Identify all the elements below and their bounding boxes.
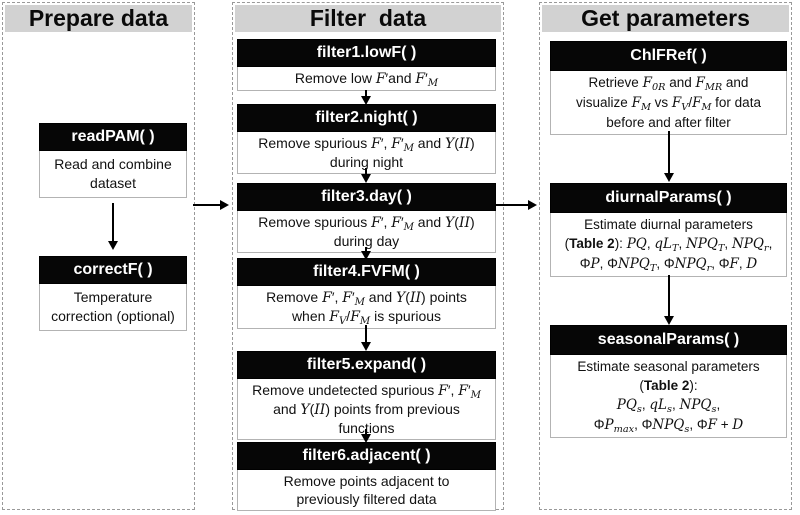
flow-arrow-down-icon xyxy=(365,90,367,96)
function-box-diurnalparams: diurnalParams( ) Estimate diurnal parame… xyxy=(550,183,787,277)
function-box-filter1-lowf: filter1.lowF( ) Remove low F′and F′M xyxy=(237,39,496,91)
function-description: Estimate diurnal parameters(Table 2): PQ… xyxy=(550,213,787,277)
function-name: filter5.expand( ) xyxy=(237,351,496,379)
function-box-seasonalparams: seasonalParams( ) Estimate seasonal para… xyxy=(550,325,787,438)
function-name: filter1.lowF( ) xyxy=(237,39,496,67)
function-box-filter2-night: filter2.night( ) Remove spurious F′, F′M… xyxy=(237,104,496,174)
function-box-filter5-expand: filter5.expand( ) Remove undetected spur… xyxy=(237,351,496,440)
function-name: ChlFRef( ) xyxy=(550,41,787,71)
flow-arrow-down-icon xyxy=(668,131,670,173)
flow-arrow-right-icon xyxy=(495,204,528,206)
column-get-parameters: Get parameters ChlFRef( ) Retrieve F0R a… xyxy=(539,2,792,510)
function-description: Remove spurious F′, F′M and Y(II)during … xyxy=(237,211,496,253)
flow-arrow-down-icon xyxy=(365,429,367,434)
function-name: diurnalParams( ) xyxy=(550,183,787,213)
flow-arrow-down-icon xyxy=(365,325,367,342)
function-box-filter4-fvfm: filter4.FVFM( ) Remove F′, F′M and Y(II)… xyxy=(237,258,496,329)
column-title-prepare-data: Prepare data xyxy=(5,5,192,32)
function-box-filter3-day: filter3.day( ) Remove spurious F′, F′M a… xyxy=(237,183,496,253)
flow-arrow-down-icon xyxy=(365,168,367,174)
function-name: seasonalParams( ) xyxy=(550,325,787,355)
column-prepare-data: Prepare data readPAM( ) Read and combine… xyxy=(2,2,195,510)
column-title-filter-data: Filter data xyxy=(235,5,501,32)
flow-arrow-down-icon xyxy=(112,203,114,241)
function-description: Estimate seasonal parameters(Table 2):PQ… xyxy=(550,355,787,438)
function-name: filter4.FVFM( ) xyxy=(237,258,496,286)
flow-arrow-down-icon xyxy=(668,275,670,316)
function-name: correctF( ) xyxy=(39,256,187,284)
function-box-filter6-adjacent: filter6.adjacent( ) Remove points adjace… xyxy=(237,442,496,511)
function-name: filter2.night( ) xyxy=(237,104,496,132)
function-name: filter3.day( ) xyxy=(237,183,496,211)
column-filter-data: Filter data filter1.lowF( ) Remove low F… xyxy=(232,2,504,511)
flow-arrow-down-icon xyxy=(365,247,367,251)
function-description: Remove spurious F′, F′M and Y(II)during … xyxy=(237,132,496,174)
function-description: Remove low F′and F′M xyxy=(237,67,496,91)
flow-arrow-right-icon xyxy=(193,204,220,206)
function-name: readPAM( ) xyxy=(39,123,187,151)
function-name: filter6.adjacent( ) xyxy=(237,442,496,470)
column-title-get-parameters: Get parameters xyxy=(542,5,789,32)
